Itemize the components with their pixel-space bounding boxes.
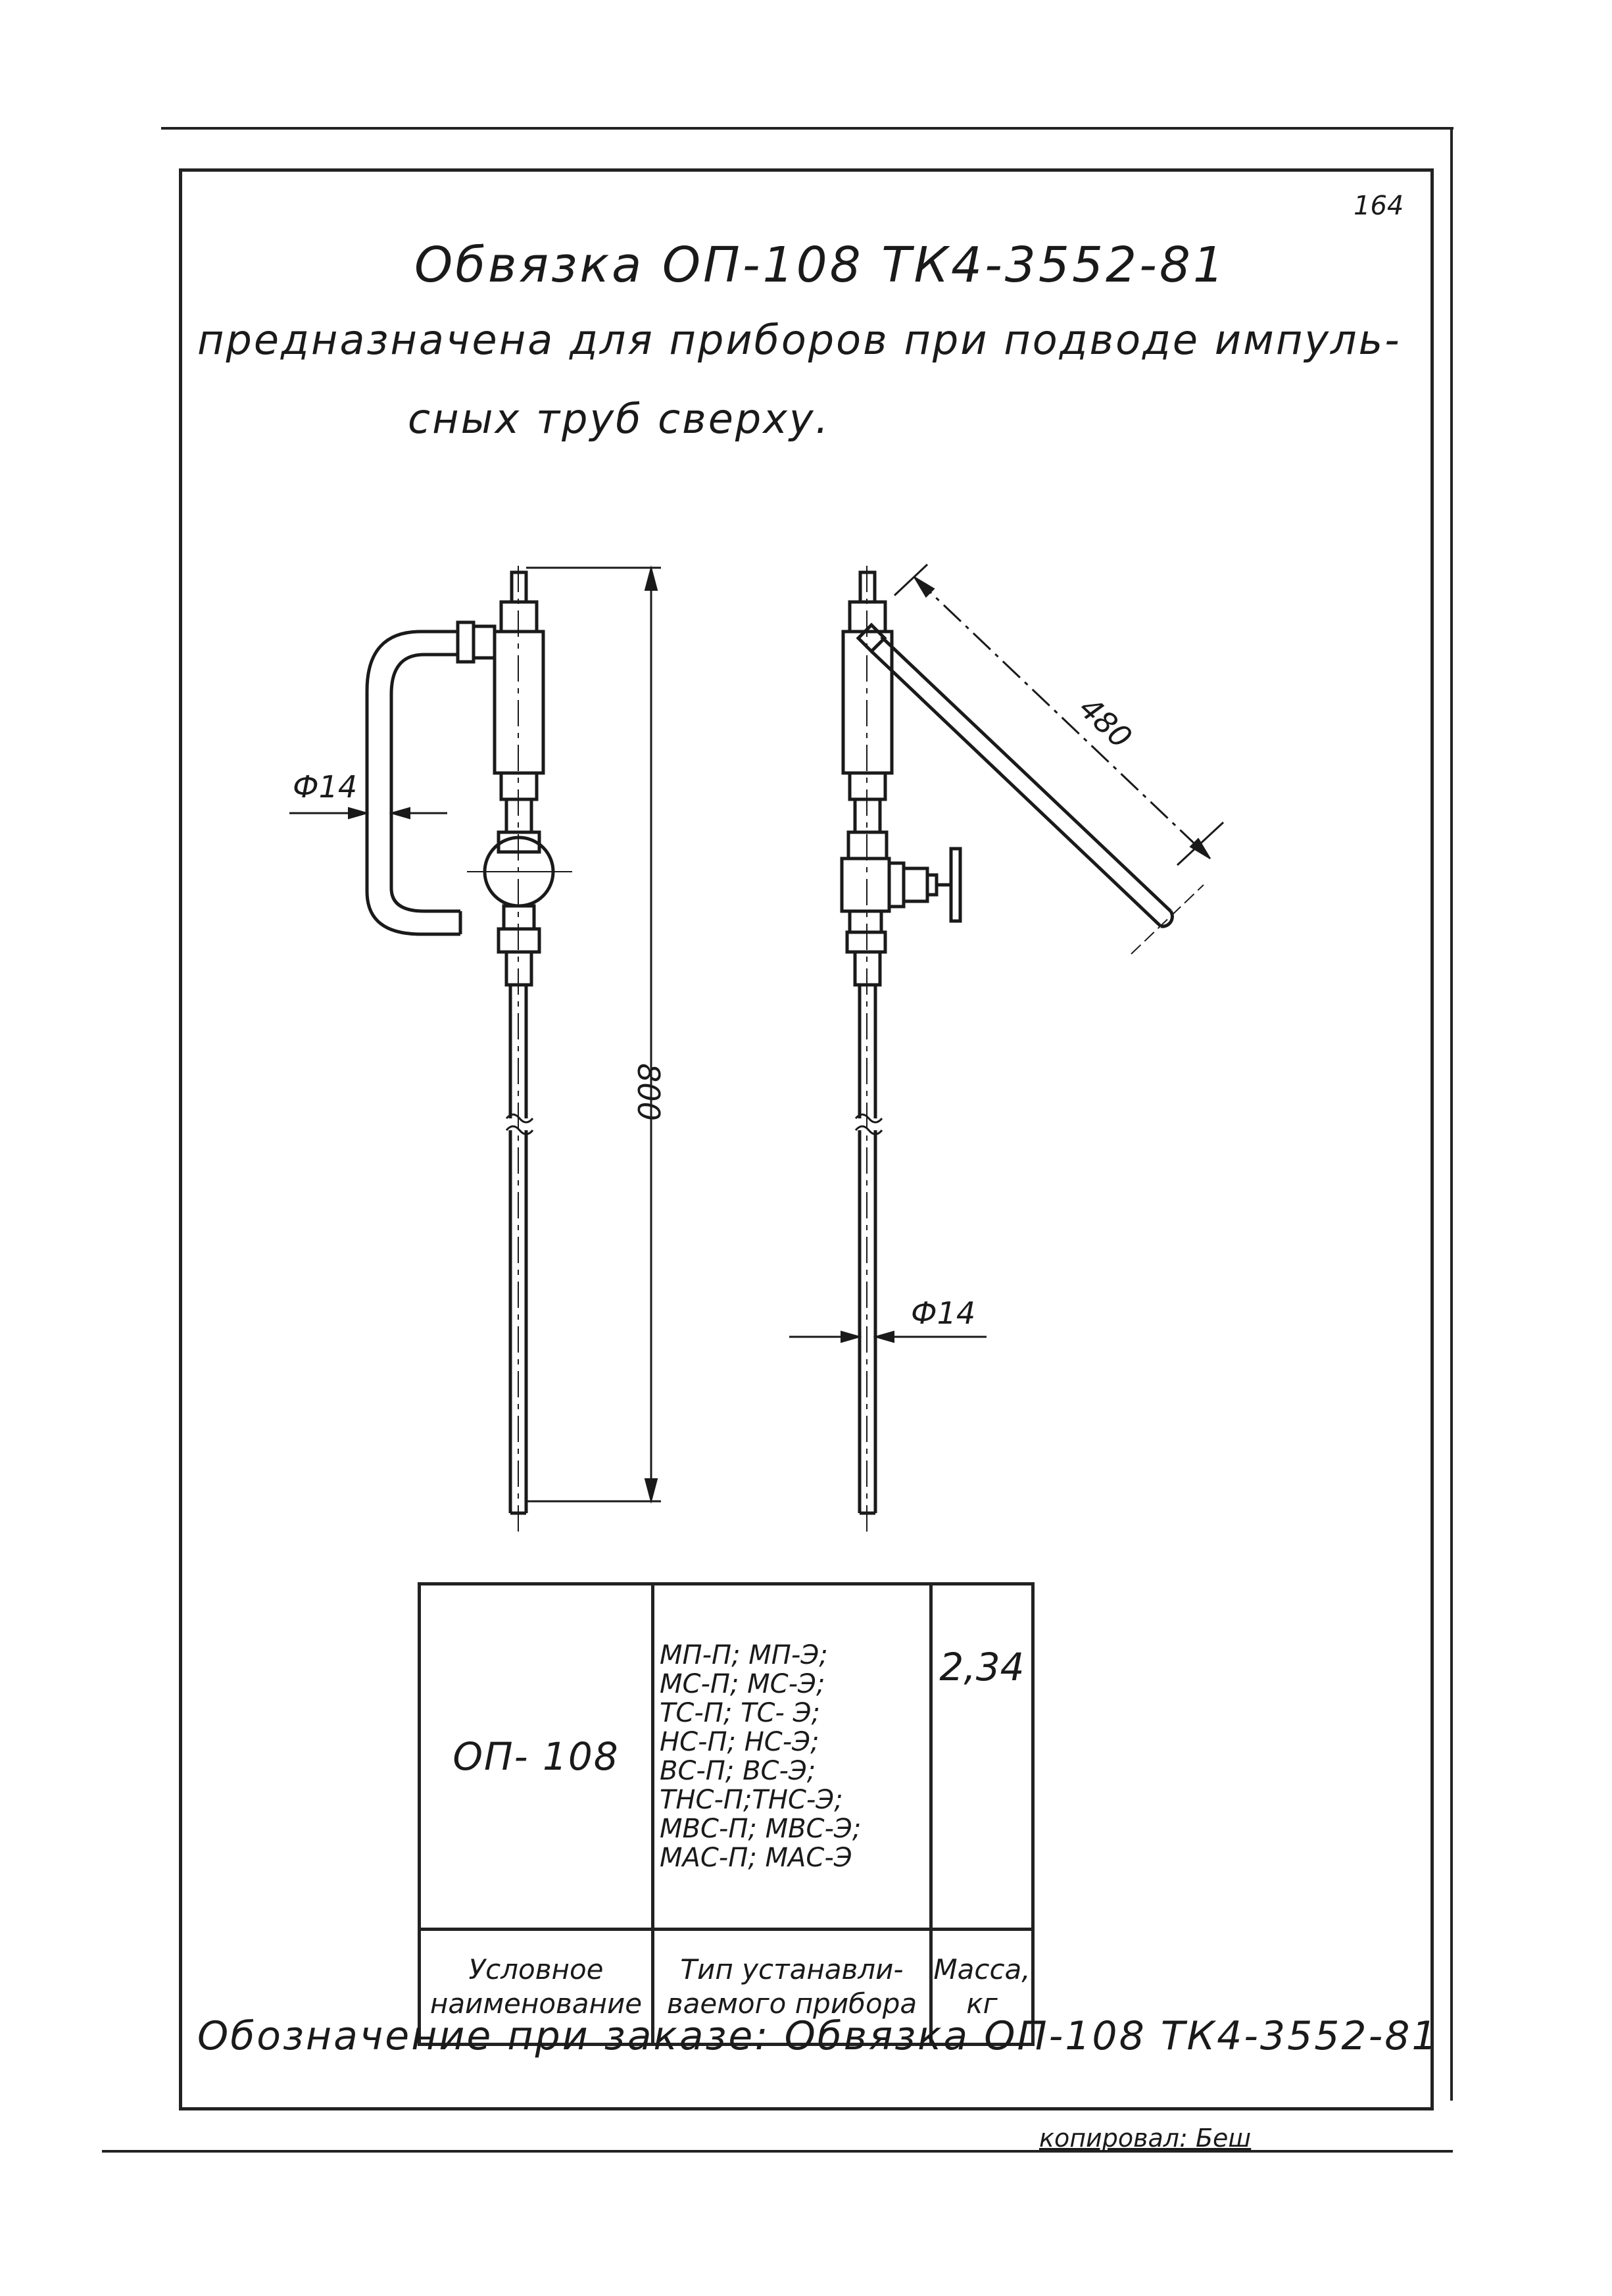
header-type-line-2: ваемого прибора: [666, 1987, 917, 2020]
header-name: Условное наименование: [418, 1928, 654, 2046]
description-line-1: предназначена для приборов при подводе и…: [197, 316, 1402, 364]
sheet-top-line: [161, 127, 1453, 130]
header-name-line-2: наименование: [429, 1987, 643, 2020]
page-number: 164: [1354, 191, 1404, 221]
header-name-line-1: Условное: [468, 1953, 604, 1985]
instrument-type-line: НС-П; НС-Э;: [660, 1727, 819, 1757]
header-mass-line-1: Масса,: [933, 1953, 1031, 1985]
instrument-type-line: ВС-П; ВС-Э;: [660, 1756, 816, 1786]
dim-length-800: 800: [631, 1063, 666, 1121]
instrument-type-line: ТС-П; ТС- Э;: [660, 1698, 820, 1728]
right-assembly: [789, 563, 1225, 1533]
instrument-type-line: ТНС-П;ТНС-Э;: [660, 1785, 843, 1815]
drawing-frame: [179, 168, 1434, 2110]
header-mass: Масса, кг: [929, 1928, 1035, 2046]
header-mass-line-2: кг: [966, 1987, 998, 2020]
dim-diameter-left: Ф14: [293, 769, 357, 805]
order-designation: Обозначение при заказе: Обвязка ОП-108 Т…: [197, 2013, 1439, 2059]
specification-table: ОП- 108 МП-П; МП-Э; МС-П; МС-Э; ТС-П; ТС…: [418, 1582, 1035, 2046]
header-type-line-1: Тип устанавли-: [680, 1953, 904, 1985]
table-cell-instrument-types: МП-П; МП-Э; МС-П; МС-Э; ТС-П; ТС- Э; НС-…: [651, 1582, 933, 1931]
table-cell-name: ОП- 108: [418, 1582, 654, 1931]
header-type: Тип устанавли- ваемого прибора: [651, 1928, 933, 2046]
description-line-2: сных труб сверху.: [408, 395, 831, 443]
instrument-type-line: МП-П; МП-Э;: [660, 1640, 828, 1670]
page-title: Обвязка ОП-108 ТК4-3552-81: [414, 237, 1227, 293]
dim-angled-480: 480: [1072, 690, 1138, 755]
table-cell-mass: 2,34: [929, 1582, 1035, 1931]
instrument-type-line: МС-П; МС-Э;: [660, 1669, 825, 1699]
instrument-type-line: МВС-П; МВС-Э;: [660, 1814, 862, 1844]
dim-diameter-right: Ф14: [911, 1295, 975, 1331]
instrument-type-line: МАС-П; МАС-Э: [660, 1843, 852, 1873]
sheet-right-line: [1450, 127, 1453, 2101]
sheet-bottom-line: [102, 2150, 1453, 2153]
left-assembly: [289, 565, 661, 1533]
copied-by-note: копировал: Беш: [1039, 2124, 1252, 2153]
